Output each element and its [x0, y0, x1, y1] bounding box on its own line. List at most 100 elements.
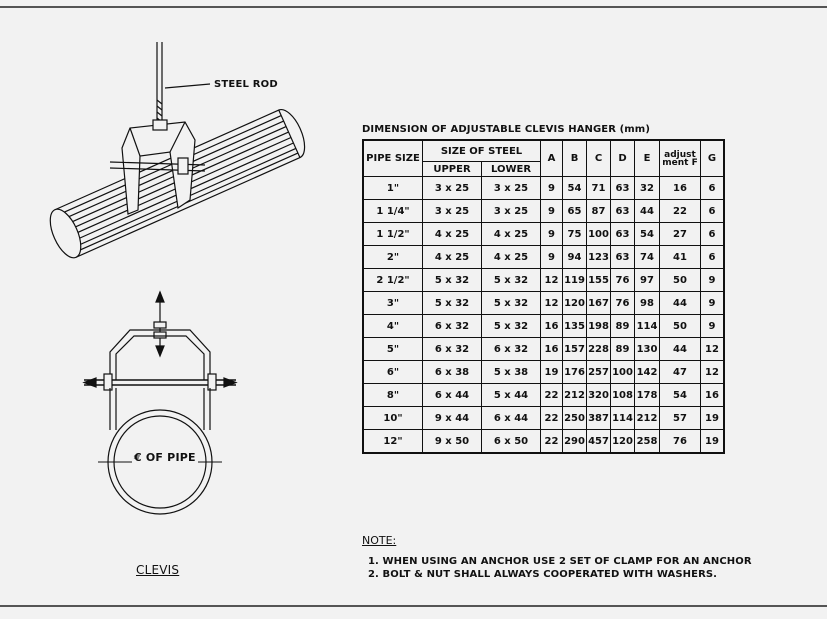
cell-e: 54: [634, 222, 660, 246]
cell-upper: 4 x 25: [422, 222, 482, 246]
cell-a: 12: [540, 268, 563, 292]
cell-size: 12": [362, 429, 423, 454]
top-border-rule: [0, 6, 827, 8]
cell-g: 9: [700, 291, 725, 315]
cell-c: 123: [586, 245, 611, 269]
cell-e: 178: [634, 383, 660, 407]
cell-b: 212: [562, 383, 587, 407]
cell-d: 100: [610, 360, 635, 384]
cell-a: 12: [540, 291, 563, 315]
cell-d: 120: [610, 429, 635, 454]
cell-b: 65: [562, 199, 587, 223]
cell-f: 50: [659, 314, 701, 338]
cell-d: 63: [610, 176, 635, 200]
cell-lower: 3 x 25: [481, 176, 541, 200]
cell-g: 6: [700, 199, 725, 223]
cell-c: 387: [586, 406, 611, 430]
cell-g: 6: [700, 222, 725, 246]
cell-b: 120: [562, 291, 587, 315]
cell-a: 22: [540, 429, 563, 454]
pipe-centerline-label: € OF PIPE: [132, 451, 198, 464]
cell-lower: 6 x 32: [481, 337, 541, 361]
cell-lower: 4 x 25: [481, 245, 541, 269]
cell-lower: 5 x 32: [481, 291, 541, 315]
cell-a: 16: [540, 337, 563, 361]
cell-d: 63: [610, 222, 635, 246]
cell-g: 6: [700, 245, 725, 269]
header-e: E: [634, 139, 660, 177]
cell-e: 114: [634, 314, 660, 338]
cell-lower: 5 x 32: [481, 268, 541, 292]
cell-c: 257: [586, 360, 611, 384]
cell-g: 6: [700, 176, 725, 200]
cell-lower: 6 x 50: [481, 429, 541, 454]
cell-d: 108: [610, 383, 635, 407]
cell-g: 9: [700, 268, 725, 292]
cell-f: 76: [659, 429, 701, 454]
cell-d: 76: [610, 268, 635, 292]
cell-f: 47: [659, 360, 701, 384]
cell-lower: 5 x 32: [481, 314, 541, 338]
cell-e: 98: [634, 291, 660, 315]
cell-b: 94: [562, 245, 587, 269]
cell-b: 290: [562, 429, 587, 454]
cell-a: 22: [540, 406, 563, 430]
cell-f: 16: [659, 176, 701, 200]
cell-a: 22: [540, 383, 563, 407]
bottom-border-rule: [0, 605, 827, 607]
clevis-caption: CLEVIS: [136, 563, 180, 577]
cell-upper: 9 x 50: [422, 429, 482, 454]
cell-lower: 4 x 25: [481, 222, 541, 246]
cell-upper: 6 x 32: [422, 314, 482, 338]
cell-size: 3": [362, 291, 423, 315]
header-size-of-steel: SIZE OF STEEL: [422, 139, 541, 162]
cell-size: 4": [362, 314, 423, 338]
cell-upper: 6 x 44: [422, 383, 482, 407]
cell-size: 2": [362, 245, 423, 269]
cell-a: 9: [540, 245, 563, 269]
cell-d: 89: [610, 314, 635, 338]
cell-upper: 6 x 32: [422, 337, 482, 361]
cell-upper: 3 x 25: [422, 199, 482, 223]
header-lower: LOWER: [481, 161, 541, 177]
header-pipe-size: PIPE SIZE: [362, 139, 423, 177]
header-b: B: [562, 139, 587, 177]
cell-c: 198: [586, 314, 611, 338]
cell-upper: 5 x 32: [422, 268, 482, 292]
cell-d: 63: [610, 199, 635, 223]
header-upper: UPPER: [422, 161, 482, 177]
cell-b: 250: [562, 406, 587, 430]
header-d: D: [610, 139, 635, 177]
cell-a: 19: [540, 360, 563, 384]
cell-c: 87: [586, 199, 611, 223]
cell-lower: 3 x 25: [481, 199, 541, 223]
cell-a: 9: [540, 222, 563, 246]
cell-size: 8": [362, 383, 423, 407]
cell-f: 41: [659, 245, 701, 269]
cell-e: 32: [634, 176, 660, 200]
cell-b: 54: [562, 176, 587, 200]
steel-rod-label: STEEL ROD: [214, 79, 278, 90]
cell-f: 44: [659, 337, 701, 361]
cell-f: 44: [659, 291, 701, 315]
cell-a: 16: [540, 314, 563, 338]
cell-e: 130: [634, 337, 660, 361]
cell-e: 74: [634, 245, 660, 269]
cell-lower: 6 x 44: [481, 406, 541, 430]
cell-a: 9: [540, 176, 563, 200]
clevis-drawing-area: STEEL ROD € OF PIPE CLEVIS: [0, 0, 360, 600]
cell-c: 155: [586, 268, 611, 292]
cell-g: 19: [700, 429, 725, 454]
cell-upper: 5 x 32: [422, 291, 482, 315]
table-title: DIMENSION OF ADJUSTABLE CLEVIS HANGER (m…: [362, 124, 650, 135]
cell-size: 2 1/2": [362, 268, 423, 292]
